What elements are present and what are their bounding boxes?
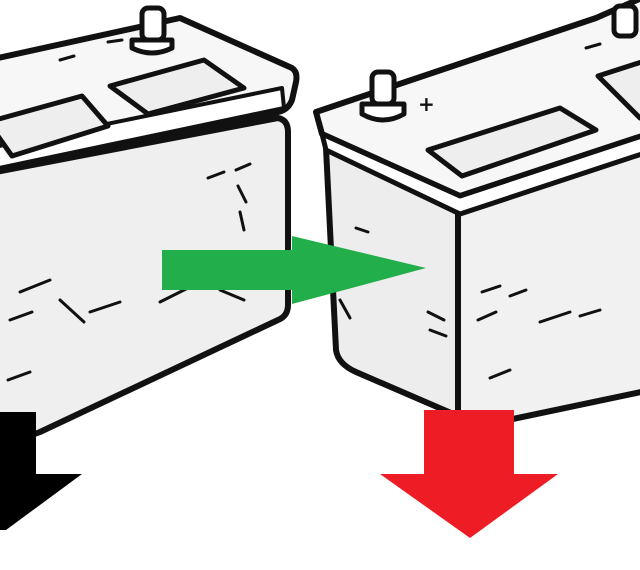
left-battery-plate — [0, 93, 111, 159]
left-battery-plate — [107, 57, 247, 117]
right-battery-plate — [595, 59, 640, 121]
positive-terminal-label: + — [418, 92, 435, 116]
transfer-arrow-icon — [162, 236, 426, 304]
right-battery-rim — [319, 131, 640, 217]
right-battery-terminal — [611, 3, 639, 39]
right-battery-icon: + — [313, 0, 640, 432]
left-down-arrow-icon — [0, 412, 82, 530]
right-battery-side — [323, 145, 461, 419]
right-battery-terminal — [359, 69, 407, 123]
left-battery-rim — [0, 86, 286, 170]
right-battery-plate — [425, 105, 599, 179]
right-down-arrow-icon — [380, 410, 558, 538]
left-battery-terminal — [129, 5, 175, 56]
